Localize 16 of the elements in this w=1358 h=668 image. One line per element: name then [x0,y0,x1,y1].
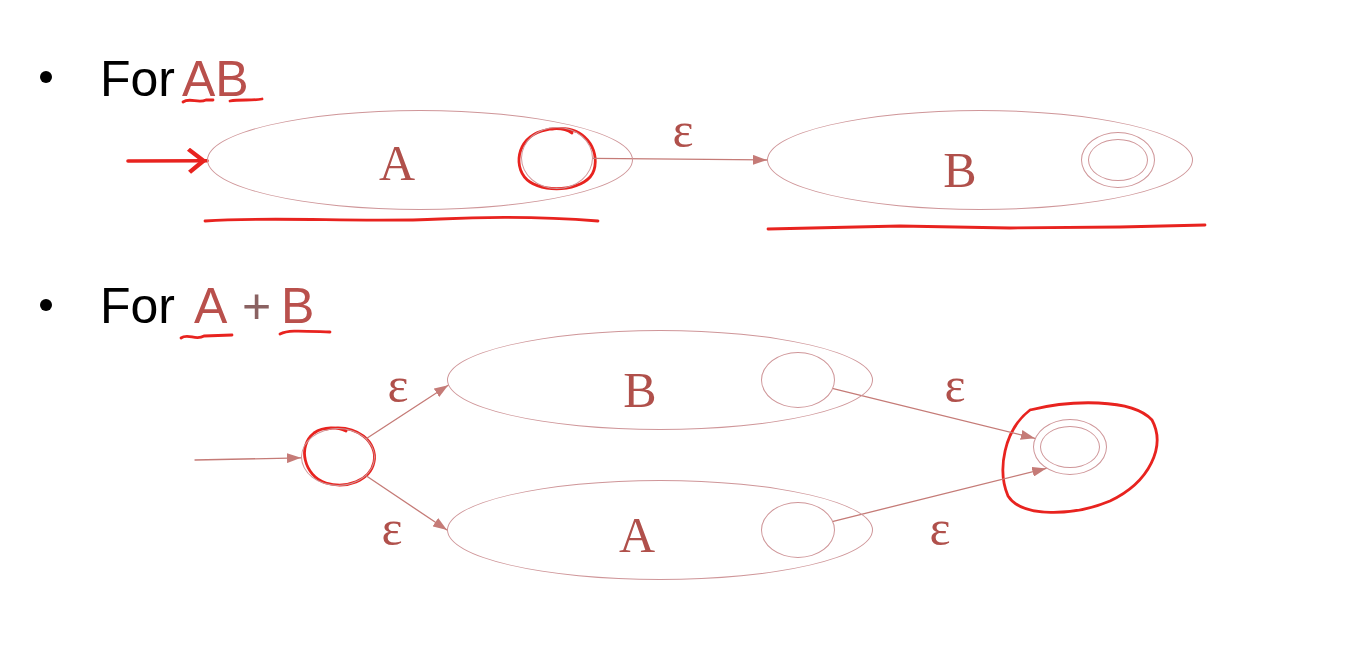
expression-text: B [281,285,315,327]
bullet-text: For [100,58,175,100]
arrow [832,466,1047,522]
bullet-text: For [100,285,175,327]
expression-text: + [242,285,272,327]
arrow [365,475,448,531]
arrow [365,384,449,440]
arrow [832,388,1036,440]
automaton-label: A [378,138,416,188]
arrow [194,453,302,464]
expression-text: A [194,285,228,327]
automaton-label: A [618,510,656,560]
arrow [592,154,768,165]
automaton-label: B [943,145,977,195]
automaton-label: B [623,365,657,415]
expression-text: AB [182,58,249,100]
